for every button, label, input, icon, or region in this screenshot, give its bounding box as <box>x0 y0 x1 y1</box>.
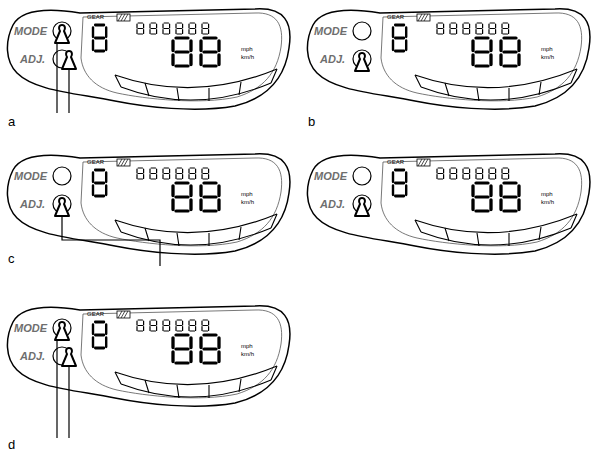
panel-c <box>7 154 290 266</box>
button-label: ADJ. <box>320 54 345 65</box>
panel-letter: a <box>8 115 15 128</box>
unit-label: mph <box>541 191 553 197</box>
display-label: GEAR <box>87 311 104 317</box>
button-label: MODE <box>314 171 347 182</box>
panel-a <box>7 9 290 113</box>
panel-b <box>307 9 590 109</box>
unit-label: km/h <box>241 351 254 357</box>
panel-letter: b <box>308 115 315 128</box>
panel-letter: d <box>8 438 15 451</box>
panel-d <box>7 306 290 438</box>
unit-label: mph <box>541 46 553 52</box>
display-label: GEAR <box>87 14 104 20</box>
button-label: MODE <box>14 171 47 182</box>
unit-label: km/h <box>241 54 254 60</box>
button-label: ADJ. <box>20 54 45 65</box>
unit-label: mph <box>241 46 253 52</box>
unit-label: mph <box>241 343 253 349</box>
button-label: MODE <box>14 26 47 37</box>
unit-label: km/h <box>241 199 254 205</box>
display-label: GEAR <box>387 159 404 165</box>
button-label: ADJ. <box>20 351 45 362</box>
unit-label: km/h <box>541 54 554 60</box>
panel-letter: c <box>8 252 15 265</box>
display-label: GEAR <box>87 159 104 165</box>
button-label: MODE <box>314 26 347 37</box>
button-label: MODE <box>14 323 47 334</box>
button-label: ADJ. <box>20 199 45 210</box>
unit-label: km/h <box>541 199 554 205</box>
display-label: GEAR <box>387 14 404 20</box>
unit-label: mph <box>241 191 253 197</box>
button-label: ADJ. <box>320 199 345 210</box>
panel-plain <box>307 154 590 254</box>
